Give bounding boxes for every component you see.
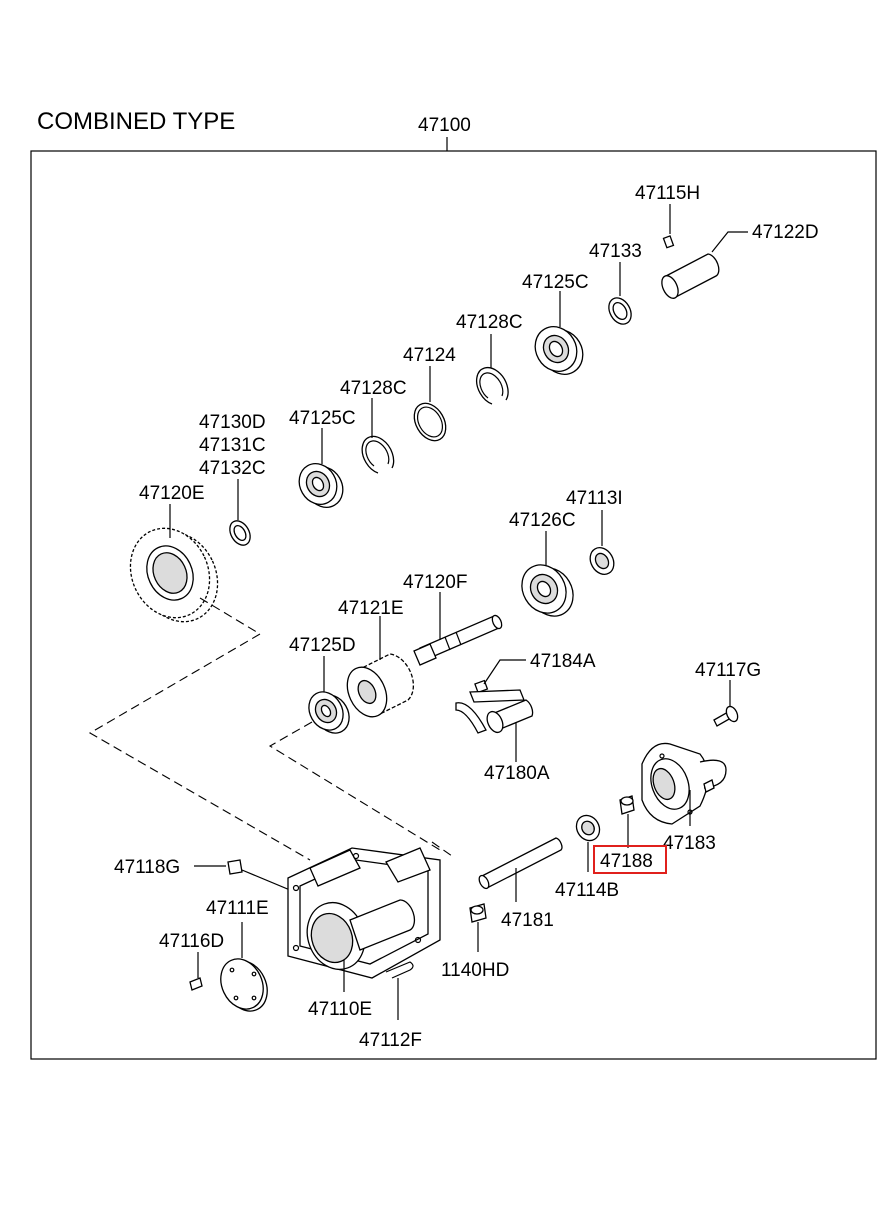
part-47116d-drawing	[189, 977, 203, 991]
dash-line-bearing	[268, 721, 441, 851]
label-47130d: 47130D	[199, 412, 266, 433]
label-47120e: 47120E	[139, 483, 205, 504]
label-47125c-top: 47125C	[522, 272, 589, 293]
label-47112f: 47112F	[359, 1030, 422, 1051]
label-47111e: 47111E	[206, 898, 269, 919]
part-47117g-drawing	[713, 705, 739, 727]
part-47188-drawing	[619, 795, 635, 815]
label-47126c: 47126C	[509, 510, 576, 531]
part-47126c-drawing	[521, 564, 574, 617]
label-47124: 47124	[403, 345, 456, 366]
part-47118g-drawing	[227, 859, 243, 875]
label-47116d: 47116D	[159, 931, 224, 952]
label-47110e: 47110E	[308, 999, 372, 1020]
label-47121e: 47121E	[338, 598, 404, 619]
label-47118g: 47118G	[114, 857, 180, 878]
part-47114b-drawing	[575, 814, 601, 842]
part-47181-drawing	[478, 837, 563, 890]
label-47128c-top: 47128C	[456, 312, 523, 333]
label-1140hd: 1140HD	[441, 960, 509, 981]
part-47124-drawing	[413, 402, 447, 442]
part-47183-drawing	[641, 742, 727, 825]
part-47110e-drawing	[287, 847, 441, 979]
highlight-box-47188	[593, 845, 667, 874]
leader-47118g-link	[241, 869, 291, 891]
part-47121e-drawing	[346, 653, 415, 718]
assembly-label: 47100	[418, 115, 471, 136]
label-47115h: 47115H	[635, 183, 700, 204]
label-47117g: 47117G	[695, 660, 761, 681]
label-47125d: 47125D	[289, 635, 356, 656]
part-47125c-top-drawing	[534, 326, 584, 375]
label-47133: 47133	[589, 241, 642, 262]
label-47181: 47181	[501, 910, 554, 931]
part-47130d-drawing	[229, 520, 251, 546]
part-47128c-mid-drawing	[361, 435, 395, 474]
label-47188[interactable]: 47188	[600, 851, 653, 872]
part-47133-drawing	[608, 297, 632, 325]
label-47183: 47183	[663, 833, 716, 854]
label-47180a: 47180A	[484, 763, 550, 784]
dash-line-gear	[88, 597, 311, 861]
part-47122d-drawing	[661, 253, 720, 299]
part-47128c-top-drawing	[476, 366, 509, 405]
leader-47184a	[483, 659, 526, 685]
part-47120e-drawing	[129, 527, 219, 623]
part-47125d-drawing	[308, 691, 350, 734]
diagram-title: COMBINED TYPE	[37, 108, 235, 135]
dash-line-shaft	[431, 841, 453, 857]
part-47112f-drawing	[385, 961, 414, 979]
label-47132c: 47132C	[199, 458, 266, 479]
assembly-frame	[30, 150, 877, 1060]
label-47125c-mid: 47125C	[289, 408, 356, 429]
part-47111e-drawing	[220, 958, 268, 1012]
label-47122d: 47122D	[752, 222, 819, 243]
part-47120f-drawing	[413, 614, 503, 666]
label-47113i: 47113I	[566, 488, 623, 509]
label-47114b: 47114B	[555, 880, 619, 901]
part-47180a-drawing	[455, 689, 534, 734]
part-47113i-drawing	[589, 547, 615, 575]
label-47131c: 47131C	[199, 435, 266, 456]
label-47128c-mid: 47128C	[340, 378, 407, 399]
label-47184a: 47184A	[530, 651, 596, 672]
label-47120f: 47120F	[403, 572, 467, 593]
part-47115h-drawing	[662, 235, 675, 249]
part-1140hd-drawing	[469, 903, 487, 923]
leader-47122d	[711, 231, 748, 253]
part-47125c-mid-drawing	[298, 463, 344, 508]
